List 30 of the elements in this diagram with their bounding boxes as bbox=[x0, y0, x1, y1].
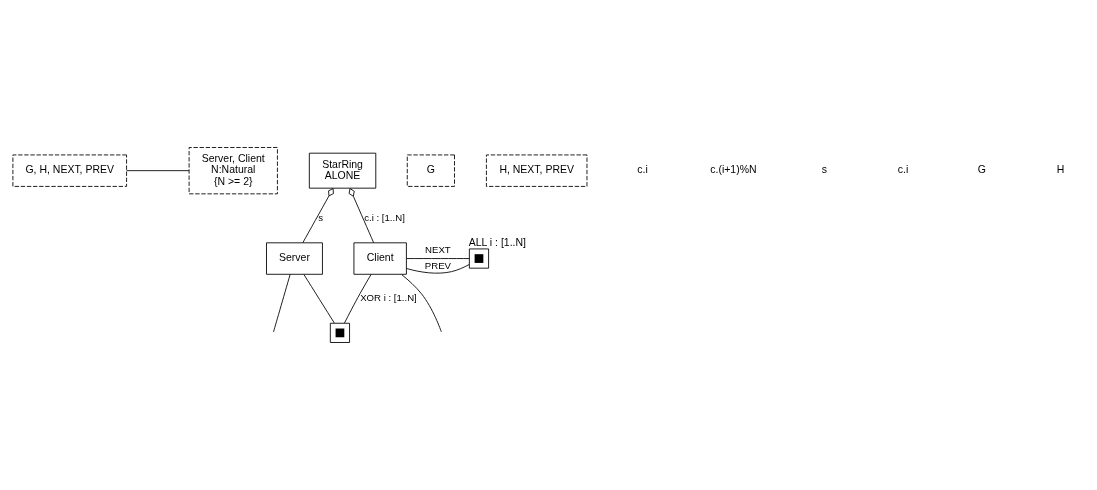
node-box: Server bbox=[266, 242, 323, 275]
edge-label: PREV bbox=[424, 259, 451, 271]
connector bbox=[273, 274, 291, 333]
label: c.i bbox=[897, 164, 909, 176]
label: c.i bbox=[637, 164, 648, 176]
node-box: H, NEXT, PREV bbox=[485, 154, 588, 187]
connector bbox=[348, 188, 375, 244]
label: s bbox=[821, 164, 828, 176]
node-box: Server, Client N:Natural {N >= 2} bbox=[188, 147, 278, 195]
node-box: StarRing ALONE bbox=[308, 152, 377, 189]
connector bbox=[126, 170, 190, 172]
label: G bbox=[977, 164, 986, 176]
node-box: G bbox=[406, 154, 455, 187]
connector bbox=[406, 264, 470, 274]
node-box bbox=[468, 248, 490, 269]
edge-label: s bbox=[318, 211, 324, 223]
connector bbox=[406, 258, 470, 259]
node-label: ALL i : [1..N] bbox=[468, 236, 526, 248]
label: c.(i+1)%N bbox=[710, 164, 757, 176]
edge-label: XOR i : [1..N] bbox=[360, 292, 417, 304]
connector bbox=[401, 274, 442, 333]
node-box: G, H, NEXT, PREV bbox=[12, 154, 127, 187]
node-box: Client bbox=[353, 242, 407, 275]
edge-label: c.i : [1..N] bbox=[364, 211, 405, 223]
connector bbox=[302, 188, 334, 244]
node-box bbox=[329, 322, 350, 343]
connector bbox=[344, 274, 372, 324]
edge-label: NEXT bbox=[425, 244, 451, 256]
label: H bbox=[1056, 164, 1065, 176]
connector bbox=[303, 274, 335, 324]
